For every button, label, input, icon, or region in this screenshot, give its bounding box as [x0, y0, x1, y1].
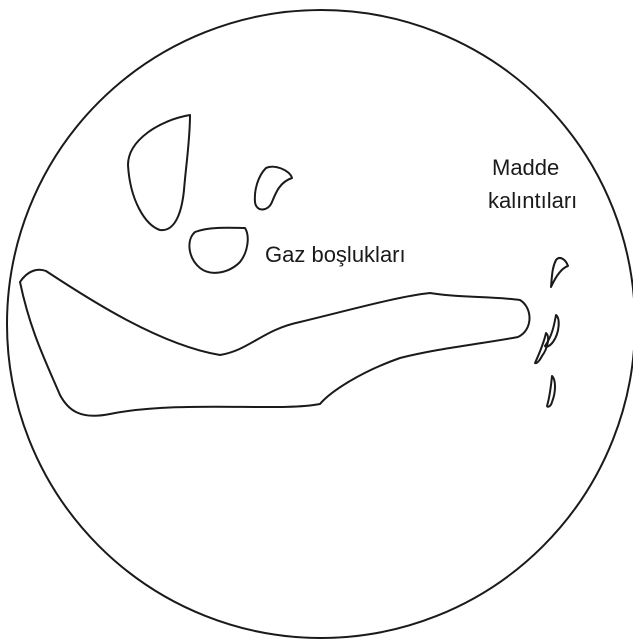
residue-label-line2: kalıntıları [488, 188, 577, 213]
residue-label-line1: Madde [492, 155, 559, 180]
gas-void-medium [189, 228, 247, 273]
gas-voids-label: Gaz boşlukları [265, 242, 406, 267]
gas-void-small [255, 167, 292, 210]
residue-sliver-3 [535, 333, 548, 363]
elongated-body-shape [20, 270, 530, 416]
gas-void-large [128, 115, 190, 230]
residue-sliver-4 [547, 376, 555, 407]
field-of-view-circle [7, 10, 633, 638]
residue-sliver-1 [551, 258, 568, 287]
